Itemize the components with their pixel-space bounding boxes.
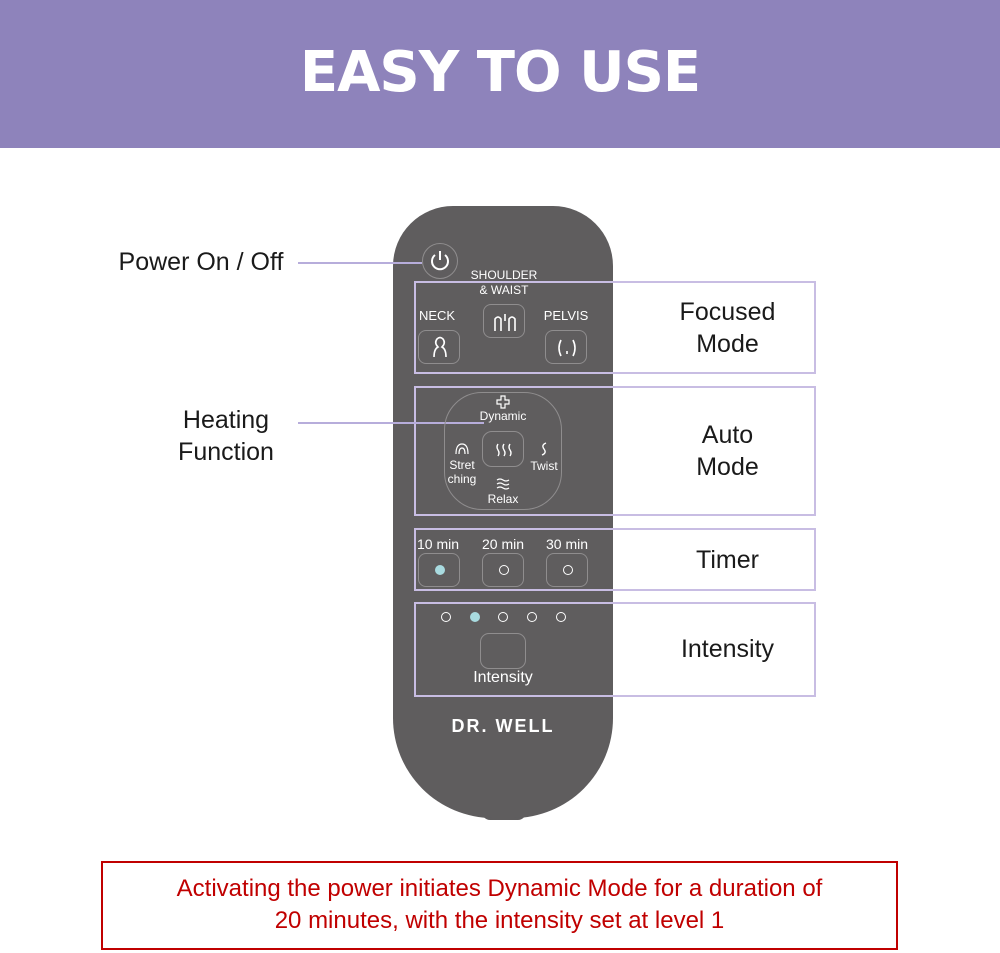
twist-label: Twist: [530, 459, 558, 473]
intensity-label: Intensity: [680, 635, 775, 663]
info-note: Activating the power initiates Dynamic M…: [101, 861, 898, 950]
pelvis-icon: [558, 339, 576, 357]
intensity-led-1: [441, 612, 451, 622]
relax-icon: [496, 478, 510, 490]
intensity-section: [414, 602, 816, 697]
relax-label: Relax: [487, 492, 519, 506]
shoulder-waist-label: SHOULDER& WAIST: [470, 268, 538, 297]
timer-30-button[interactable]: [546, 553, 588, 587]
power-button[interactable]: [422, 243, 458, 279]
page-title: EASY TO USE: [299, 40, 701, 105]
timer-label: Timer: [696, 546, 759, 574]
intensity-led-4: [527, 612, 537, 622]
timer-20-button[interactable]: [482, 553, 524, 587]
intensity-led-5: [556, 612, 566, 622]
pelvis-label: PELVIS: [543, 308, 589, 323]
dynamic-icon: [496, 395, 510, 409]
heating-callout-line: [298, 422, 484, 424]
neck-label: NECK: [418, 308, 456, 323]
timer-section: [414, 528, 816, 591]
pelvis-button[interactable]: [545, 330, 587, 364]
twist-icon: [541, 442, 547, 456]
power-callout-label: Power On / Off: [118, 248, 284, 276]
shoulder-icon: [494, 314, 516, 331]
note-line-1: Activating the power initiates Dynamic M…: [176, 875, 823, 902]
note-line-2: 20 minutes, with the intensity set at le…: [274, 907, 725, 934]
timer-10-button[interactable]: [418, 553, 460, 587]
timer-30-label: 30 min: [545, 536, 589, 552]
intensity-button-label: Intensity: [473, 669, 533, 686]
dynamic-label: Dynamic: [479, 409, 527, 423]
timer-20-indicator: [499, 565, 509, 575]
timer-10-indicator: [435, 565, 445, 575]
auto-mode-wheel[interactable]: [444, 392, 562, 510]
auto-mode-section: [414, 386, 816, 516]
intensity-button[interactable]: [480, 633, 526, 669]
power-callout-line: [298, 262, 422, 264]
timer-20-label: 20 min: [481, 536, 525, 552]
neck-button[interactable]: [418, 330, 460, 364]
timer-30-indicator: [563, 565, 573, 575]
intensity-led-3: [498, 612, 508, 622]
heating-button[interactable]: [482, 431, 524, 467]
stretching-icon: [455, 443, 469, 455]
shoulder-waist-button[interactable]: [483, 304, 525, 338]
power-icon: [431, 251, 449, 271]
timer-10-label: 10 min: [416, 536, 460, 552]
heating-icon: [496, 443, 512, 457]
focused-mode-section: [414, 281, 816, 374]
neck-icon: [433, 336, 447, 358]
brand-logo: DR. WELL: [451, 716, 555, 736]
header-banner: EASY TO USE: [0, 0, 1000, 148]
intensity-led-2: [470, 612, 480, 622]
